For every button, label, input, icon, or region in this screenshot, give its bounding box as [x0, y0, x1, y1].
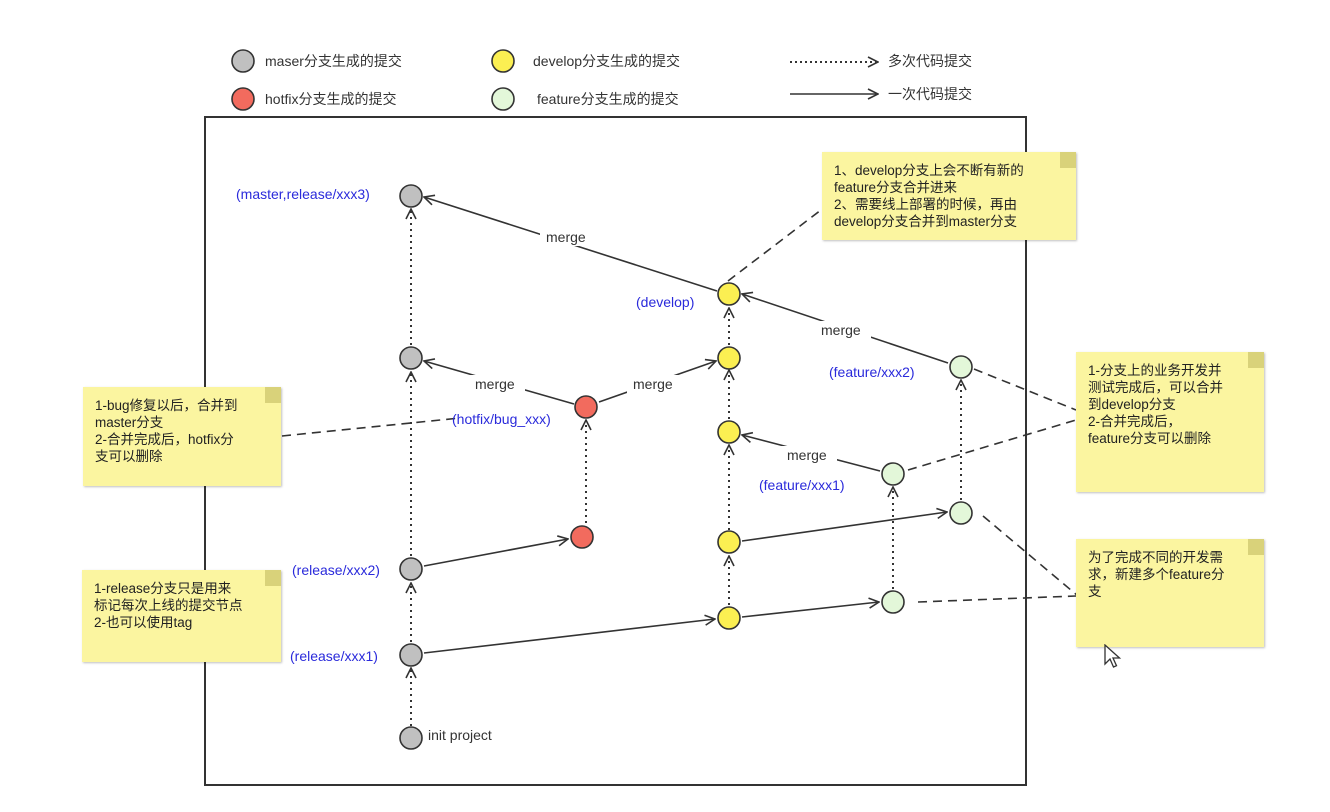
note-hotfix-text: 1-bug修复以后，合并到 master分支 2-合并完成后，hotfix分 支… [95, 398, 238, 464]
merge-labels: merge merge merge merge merge [469, 228, 871, 464]
master-commit-hotfix-merge [399, 346, 423, 370]
commit-nodes [399, 184, 973, 750]
leader-hotfix [281, 417, 461, 437]
feature2-commit-start [949, 501, 973, 525]
merge-label-hotfix-develop: merge [633, 376, 673, 392]
master-commit-release2 [399, 557, 423, 581]
feature1-commit-top [881, 462, 905, 486]
legend-develop-text: develop分支生成的提交 [533, 53, 680, 69]
legend-develop-dot [491, 49, 515, 73]
legend-master-text: maser分支生成的提交 [265, 53, 402, 69]
merge-label-master: merge [546, 229, 586, 245]
develop-commit-hotfix-merge [717, 346, 741, 370]
develop-commit-start [717, 606, 741, 630]
legend-single-text: 一次代码提交 [888, 86, 972, 102]
note-feature-merge-text: 1-分支上的业务开发并 测试完成后，可以合并 到develop分支 2-合并完成… [1088, 363, 1223, 446]
merge-label-hotfix-master: merge [475, 376, 515, 392]
hotfix-commit-top [574, 395, 598, 419]
develop-commit-mid [717, 530, 741, 554]
arrow-release2-to-hotfix [423, 539, 568, 567]
label-release2: (release/xxx2) [292, 562, 380, 578]
label-release1: (release/xxx1) [290, 648, 378, 664]
note-leaders [281, 196, 1079, 603]
legend-multi-text: 多次代码提交 [888, 53, 972, 69]
arrow-develop-to-feature1 [741, 602, 879, 618]
label-hotfix: (hotfix/bug_xxx) [452, 411, 551, 427]
legend-hotfix-text: hotfix分支生成的提交 [265, 91, 396, 107]
note-feature-merge: 1-分支上的业务开发并 测试完成后，可以合并 到develop分支 2-合并完成… [1076, 352, 1264, 492]
label-master-top: (master,release/xxx3) [236, 186, 370, 202]
branch-labels: (master,release/xxx3) (develop) (feature… [236, 186, 915, 743]
note-feature-new: 为了完成不同的开发需 求，新建多个feature分 支 [1076, 539, 1264, 647]
note-feature-new-text: 为了完成不同的开发需 求，新建多个feature分 支 [1088, 550, 1225, 599]
legend-hotfix-dot [231, 87, 255, 111]
feature1-commit-start [881, 590, 905, 614]
master-commit-init [399, 726, 423, 750]
label-develop: (develop) [636, 294, 694, 310]
legend-feature-dot [491, 87, 515, 111]
merge-label-feature1: merge [787, 447, 827, 463]
master-commit-top [399, 184, 423, 208]
dotted-chains [411, 209, 961, 726]
develop-commit-top [717, 282, 741, 306]
legend-feature-text: feature分支生成的提交 [537, 91, 679, 107]
legend: maser分支生成的提交 develop分支生成的提交 hotfix分支生成的提… [231, 49, 972, 111]
leader-feature1 [907, 419, 1077, 471]
leader-feature2 [973, 368, 1077, 411]
label-init: init project [428, 727, 492, 743]
label-feature1: (feature/xxx1) [759, 477, 845, 493]
mouse-cursor-icon [1104, 644, 1122, 668]
leader-develop [727, 196, 839, 282]
master-commit-release1 [399, 643, 423, 667]
note-develop-text: 1、develop分支上会不断有新的 feature分支合并进来 2、需要线上部… [834, 163, 1024, 229]
note-develop: 1、develop分支上会不断有新的 feature分支合并进来 2、需要线上部… [822, 152, 1076, 240]
hotfix-commit-start [570, 525, 594, 549]
note-hotfix: 1-bug修复以后，合并到 master分支 2-合并完成后，hotfix分 支… [83, 387, 281, 486]
leader-feature-new-a [982, 515, 1079, 597]
note-release-text: 1-release分支只是用来 标记每次上线的提交节点 2-也可以使用tag [94, 581, 243, 630]
arrow-release1-to-develop [423, 619, 715, 654]
feature2-commit-top [949, 355, 973, 379]
arrow-develop-to-feature2 [741, 512, 947, 542]
leader-feature-new-b [917, 595, 1077, 603]
develop-commit-feature1-merge [717, 420, 741, 444]
note-release: 1-release分支只是用来 标记每次上线的提交节点 2-也可以使用tag [82, 570, 281, 662]
legend-master-dot [231, 49, 255, 73]
label-feature2: (feature/xxx2) [829, 364, 915, 380]
merge-label-feature2: merge [821, 322, 861, 338]
